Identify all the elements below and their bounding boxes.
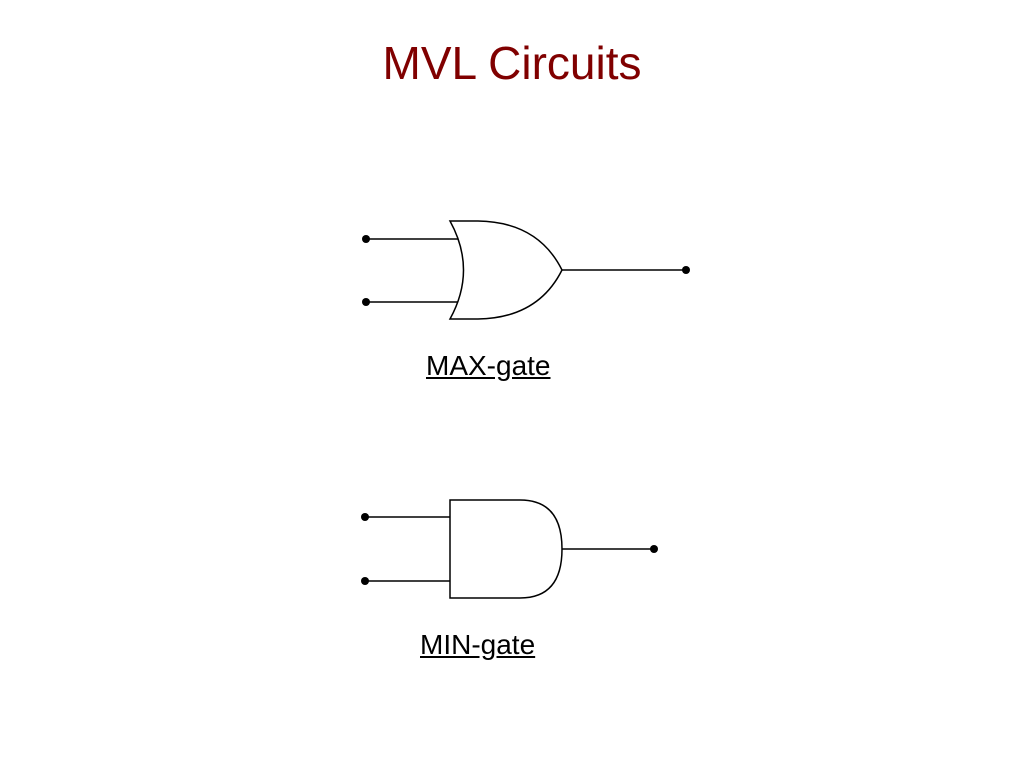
max-gate-input-terminal-2 [362,298,370,306]
min-gate-body [449,499,563,599]
max-gate-symbol [362,220,690,320]
slide-title: MVL Circuits [382,37,642,89]
min-gate-output-terminal [650,545,658,553]
min-gate-symbol [361,499,658,599]
max-gate-input-terminal-1 [362,235,370,243]
min-gate-input-terminal-2 [361,577,369,585]
max-gate-label: MAX-gate [426,350,551,381]
max-gate-body [448,220,563,320]
max-gate-output-terminal [682,266,690,274]
min-gate-input-terminal-1 [361,513,369,521]
min-gate-label: MIN-gate [420,629,536,660]
